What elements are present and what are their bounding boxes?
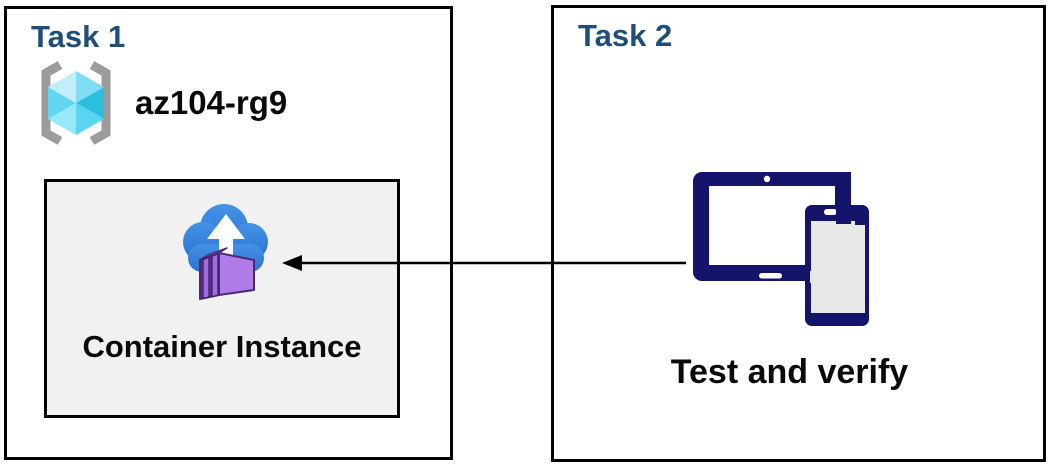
resource-group-row: az104-rg9: [31, 58, 287, 148]
resource-group-icon: [41, 61, 111, 145]
container-instance-box: Container Instance: [44, 179, 400, 418]
arrow-connector: [282, 255, 686, 271]
devices-icon: [693, 172, 869, 326]
task2-title: Task 2: [578, 18, 673, 53]
resource-group-name: az104-rg9: [135, 84, 288, 121]
task2-box: Task 2 Test and verify: [551, 5, 1046, 462]
task1-title: Task 1: [31, 19, 126, 54]
container-instance-label: Container Instance: [82, 329, 362, 364]
container-instance-icon: [183, 204, 268, 300]
task1-box: Task 1 az104-rg9: [4, 6, 453, 460]
devices-label: Test and verify: [670, 353, 909, 391]
